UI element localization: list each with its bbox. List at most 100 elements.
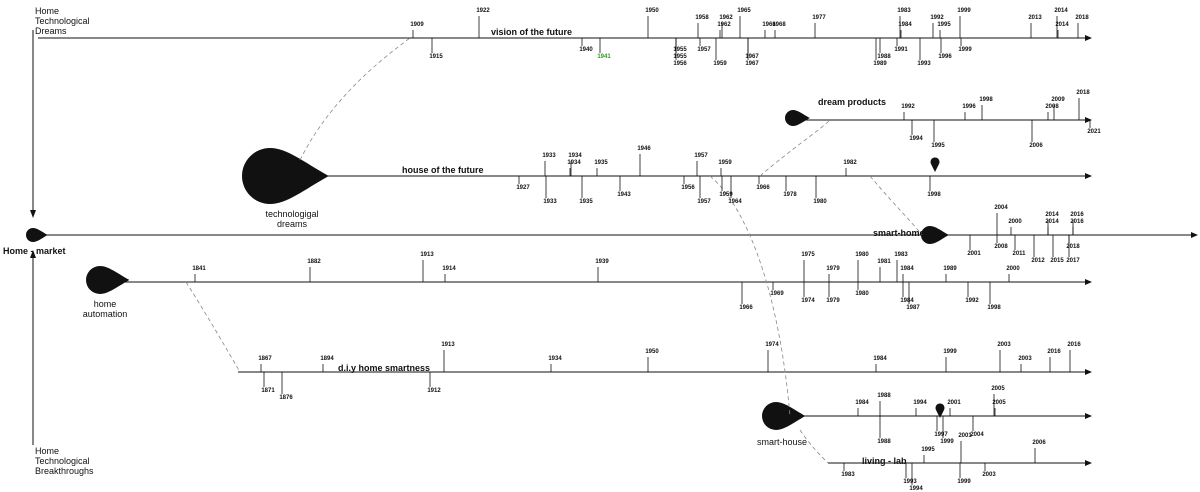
event-year: 1966 <box>756 185 770 191</box>
track-title-diy: d.i.y home smartness <box>338 363 431 373</box>
event-year: 2016 <box>1067 342 1081 348</box>
smart-house-blob <box>762 402 806 430</box>
event-year: 1967 <box>745 61 759 67</box>
event-year: 2014 <box>1045 219 1059 225</box>
event-year: 1966 <box>762 22 776 28</box>
technological-dreams-blob <box>242 148 329 204</box>
event-year: 1915 <box>429 54 443 60</box>
event-year: 2011 <box>1012 251 1026 257</box>
event-year: 1934 <box>548 356 562 362</box>
event-year: 1955 <box>673 47 687 53</box>
event-year: 1959 <box>719 192 733 198</box>
home-market-blob <box>26 228 48 242</box>
event-year: 1984 <box>898 22 912 28</box>
event-year: 1993 <box>917 61 931 67</box>
axis-top-arrowhead <box>30 210 36 218</box>
event-year: 2001 <box>967 251 981 257</box>
event-year: 1955 <box>673 54 687 60</box>
event-year: 1977 <box>812 15 826 21</box>
event-year: 1998 <box>979 97 993 103</box>
connector-automation-diy <box>185 281 241 373</box>
event-year: 1994 <box>913 400 927 406</box>
event-year: 1999 <box>957 8 971 14</box>
event-year: 1981 <box>877 259 891 265</box>
smart-home-blob <box>921 226 949 244</box>
event-year: 1957 <box>694 153 708 159</box>
event-year: 2004 <box>994 205 1008 211</box>
connector-house-smarthouse <box>709 175 791 417</box>
event-year: 1987 <box>906 305 920 311</box>
event-year: 1980 <box>855 291 869 297</box>
event-year: 1965 <box>737 8 751 14</box>
event-year: 1927 <box>516 185 530 191</box>
dream-products-blob <box>785 110 810 126</box>
smart-house-arrowhead <box>1085 413 1092 419</box>
event-year: 2003 <box>1018 356 1032 362</box>
home-market-arrowhead <box>1191 232 1198 238</box>
event-year: 2001 <box>958 433 972 439</box>
event-year: 1984 <box>900 266 914 272</box>
event-year: 1959 <box>713 61 727 67</box>
event-year: 1984 <box>873 356 887 362</box>
event-year: 1871 <box>261 388 275 394</box>
event-year: 1940 <box>579 47 593 53</box>
event-year: 1995 <box>937 22 951 28</box>
event-year: 2005 <box>991 386 1005 392</box>
living-lab-arrowhead <box>1085 460 1092 466</box>
home-market-label: Home - market <box>3 246 66 256</box>
axis-top-label: Home Technological Dreams <box>35 6 90 36</box>
event-year: 2000 <box>1008 219 1022 225</box>
event-year: 2016 <box>1047 349 1061 355</box>
connector-house-smarthome <box>869 175 923 236</box>
event-year: 1994 <box>909 136 923 142</box>
dream-products-arrowhead <box>1085 117 1092 123</box>
event-year: 2006 <box>1032 440 1046 446</box>
event-year: 1922 <box>476 8 490 14</box>
event-year: 1956 <box>681 185 695 191</box>
event-year: 1974 <box>765 342 779 348</box>
event-year: 2001 <box>947 400 961 406</box>
connector-dreams-vision <box>299 37 411 161</box>
event-year: 1956 <box>673 61 687 67</box>
event-year: 1980 <box>813 199 827 205</box>
track-title-smart-home: smart-home <box>873 228 925 238</box>
event-year: 2016 <box>1070 219 1084 225</box>
home-automation-arrowhead <box>1085 279 1092 285</box>
event-year: 1979 <box>826 266 840 272</box>
event-year: 2008 <box>1045 104 1059 110</box>
event-year: 2021 <box>1087 129 1101 135</box>
event-year: 1997 <box>934 432 948 438</box>
axis-bottom-label: Home Technological Breakthroughs <box>35 446 94 476</box>
event-year: 1957 <box>697 47 711 53</box>
event-year: 1988 <box>877 439 891 445</box>
connector-house-dreamproducts <box>759 119 831 177</box>
event-year: 1913 <box>420 252 434 258</box>
event-year: 1913 <box>441 342 455 348</box>
event-year: 1935 <box>594 160 608 166</box>
event-year: 1988 <box>877 54 891 60</box>
diy-arrowhead <box>1085 369 1092 375</box>
event-year: 1999 <box>943 349 957 355</box>
event-year: 1969 <box>770 291 784 297</box>
event-year: 1876 <box>279 395 293 401</box>
event-year: 1999 <box>940 439 954 445</box>
event-year: 1950 <box>645 349 659 355</box>
event-year: 1989 <box>943 266 957 272</box>
event-year: 1988 <box>877 393 891 399</box>
vision-arrowhead <box>1085 35 1092 41</box>
event-year: 2018 <box>1066 244 1080 250</box>
event-year: 1983 <box>897 8 911 14</box>
event-year: 1941 <box>597 54 611 60</box>
event-year: 2013 <box>1028 15 1042 21</box>
event-year: 1934 <box>568 153 582 159</box>
event-year: 1996 <box>938 54 952 60</box>
event-year: 1959 <box>718 160 732 166</box>
event-year: 1994 <box>909 486 923 492</box>
event-year: 1935 <box>579 199 593 205</box>
event-year: 1975 <box>801 252 815 258</box>
event-year: 2014 <box>1045 212 1059 218</box>
event-year: 1912 <box>427 388 441 394</box>
event-year: 1933 <box>543 199 557 205</box>
